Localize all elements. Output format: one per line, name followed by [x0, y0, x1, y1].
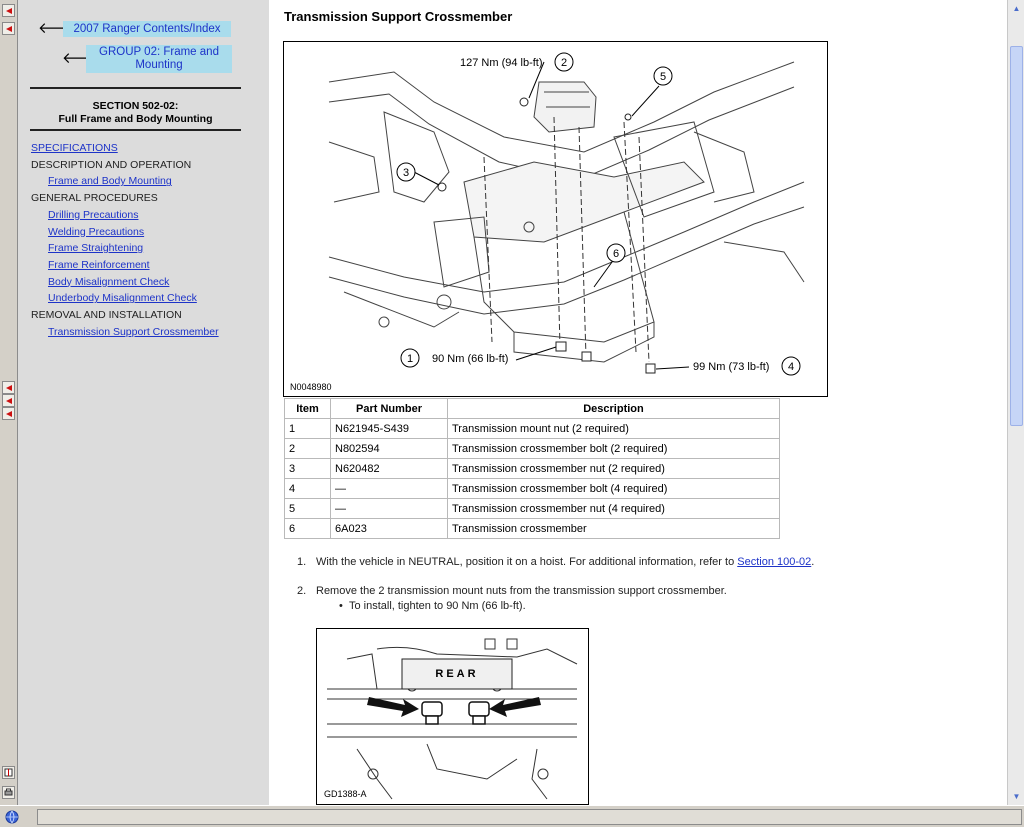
column-header-description: Description	[447, 398, 780, 419]
page-title: Transmission Support Crossmember	[284, 9, 513, 24]
cell-item: 3	[284, 458, 331, 479]
scroll-up-button[interactable]: ▲	[1012, 4, 1021, 13]
toc-item-general-procedures: GENERAL PROCEDURES	[31, 192, 158, 205]
callout-4-number: 4	[788, 361, 794, 373]
toc-item-body-misalignment-check[interactable]: Body Misalignment Check	[48, 275, 170, 288]
substep-text: To install, tighten to 90 Nm (66 lb-ft).	[348, 600, 526, 612]
toc-item-welding-precautions[interactable]: Welding Precautions	[48, 225, 145, 238]
toc-item-description-and-operation: DESCRIPTION AND OPERATION	[31, 158, 192, 171]
figure-code: GD1388-A	[324, 789, 367, 799]
step-1: 1. With the vehicle in NEUTRAL, position …	[297, 556, 814, 568]
cell-description: Transmission mount nut (2 required)	[447, 418, 780, 439]
divider	[30, 129, 241, 131]
navigation-pane: 🡐 2007 Ranger Contents/Index 🡐 GROUP 02:…	[18, 0, 269, 805]
callout-3-number: 3	[403, 167, 409, 179]
cell-part-number: N802594	[330, 438, 448, 459]
red-arrow-icon[interactable]	[2, 22, 15, 35]
cell-part-number: —	[330, 498, 448, 519]
callout-2-number: 2	[561, 57, 567, 69]
status-text-field	[37, 809, 1022, 825]
toc-item-underbody-misalignment-check[interactable]: Underbody Misalignment Check	[48, 292, 197, 305]
divider	[30, 87, 241, 89]
cell-item: 6	[284, 518, 331, 539]
crossmember-illustration: 2 127 Nm (94 lb-ft) 3 5 6 1 90 Nm (66 lb…	[328, 52, 805, 376]
cell-item: 2	[284, 438, 331, 459]
red-arrow-icon[interactable]	[2, 381, 15, 394]
section-number: SECTION 502-02:	[92, 100, 179, 112]
status-bar	[0, 805, 1024, 827]
globe-icon	[4, 809, 20, 825]
toolstrip	[0, 0, 18, 805]
rear-label: REAR	[435, 668, 478, 680]
cell-part-number: 6A023	[330, 518, 448, 539]
contents-index-link[interactable]: 2007 Ranger Contents/Index	[63, 21, 231, 37]
toc-item-removal-and-installation: REMOVAL AND INSTALLATION	[31, 309, 182, 321]
toc-item-frame-straightening[interactable]: Frame Straightening	[48, 242, 144, 255]
cell-item: 5	[284, 498, 331, 519]
cell-part-number: N621945-S439	[330, 418, 448, 439]
red-arrow-icon[interactable]	[2, 394, 15, 407]
step-2-substep: • To install, tighten to 90 Nm (66 lb-ft…	[339, 600, 526, 612]
toc-item-frame-and-body-mounting[interactable]: Frame and Body Mounting	[48, 175, 172, 188]
toc-item-transmission-support-crossmember[interactable]: Transmission Support Crossmember	[48, 325, 219, 338]
section-100-02-link[interactable]: Section 100-02	[737, 556, 812, 568]
cell-part-number: —	[330, 478, 448, 499]
vertical-scrollbar[interactable]: ▲ ▼	[1007, 0, 1024, 805]
column-header-item: Item	[284, 398, 331, 419]
step-text: Remove the 2 transmission mount nuts fro…	[316, 585, 727, 597]
callout-6-number: 6	[613, 248, 619, 260]
transmission-mount-nuts-diagram: REAR GD1388-A	[316, 628, 589, 805]
table-row: 4—Transmission crossmember bolt (4 requi…	[284, 478, 780, 499]
table-row: 5—Transmission crossmember nut (4 requir…	[284, 498, 780, 519]
step-2: 2. Remove the 2 transmission mount nuts f…	[297, 585, 727, 597]
table-header-row: Item Part Number Description	[284, 398, 780, 419]
printer-icon[interactable]	[2, 786, 15, 799]
cell-item: 4	[284, 478, 331, 499]
group-link[interactable]: GROUP 02: Frame and Mounting	[86, 45, 232, 73]
toc-item-drilling-precautions[interactable]: Drilling Precautions	[48, 208, 139, 221]
scroll-down-button[interactable]: ▼	[1012, 792, 1021, 801]
group-link-line1: GROUP 02: Frame and	[99, 46, 219, 58]
figure-code: N0048980	[290, 382, 332, 392]
section-title: SECTION 502-02: Full Frame and Body Moun…	[30, 100, 241, 126]
cell-description: Transmission crossmember	[447, 518, 780, 539]
group-link-line2: Mounting	[135, 59, 183, 71]
cell-part-number: N620482	[330, 458, 448, 479]
callout-5-number: 5	[660, 71, 666, 83]
callout-4-torque: 99 Nm (73 lb-ft)	[693, 361, 769, 373]
mount-nuts-illustration: REAR	[327, 638, 578, 800]
cell-item: 1	[284, 418, 331, 439]
step-end: .	[811, 556, 815, 568]
red-arrow-icon[interactable]	[2, 4, 15, 17]
cell-description: Transmission crossmember bolt (4 require…	[447, 478, 780, 499]
cell-description: Transmission crossmember bolt (2 require…	[447, 438, 780, 459]
red-arrow-icon[interactable]	[2, 407, 15, 420]
cell-description: Transmission crossmember nut (4 required…	[447, 498, 780, 519]
callout-2-torque: 127 Nm (94 lb-ft)	[460, 57, 543, 69]
step-number: 1.	[297, 556, 307, 568]
crossmember-exploded-diagram: 2 127 Nm (94 lb-ft) 3 5 6 1 90 Nm (66 lb…	[283, 41, 828, 397]
cell-description: Transmission crossmember nut (2 required…	[447, 458, 780, 479]
book-icon[interactable]	[2, 766, 15, 779]
step-number: 2.	[297, 585, 307, 597]
callout-1-torque: 90 Nm (66 lb-ft)	[432, 353, 508, 365]
step-text: With the vehicle in NEUTRAL, position it…	[316, 556, 738, 568]
toc-item-frame-reinforcement[interactable]: Frame Reinforcement	[48, 258, 150, 271]
document-area: Transmission Support Crossmember	[269, 0, 1007, 805]
callout-1-number: 1	[407, 353, 413, 365]
scroll-thumb[interactable]	[1010, 46, 1023, 426]
bullet-icon: •	[339, 600, 349, 612]
column-header-part-number: Part Number	[330, 398, 448, 419]
toc-item-specifications[interactable]: SPECIFICATIONS	[31, 142, 118, 154]
section-name: Full Frame and Body Mounting	[58, 113, 213, 125]
